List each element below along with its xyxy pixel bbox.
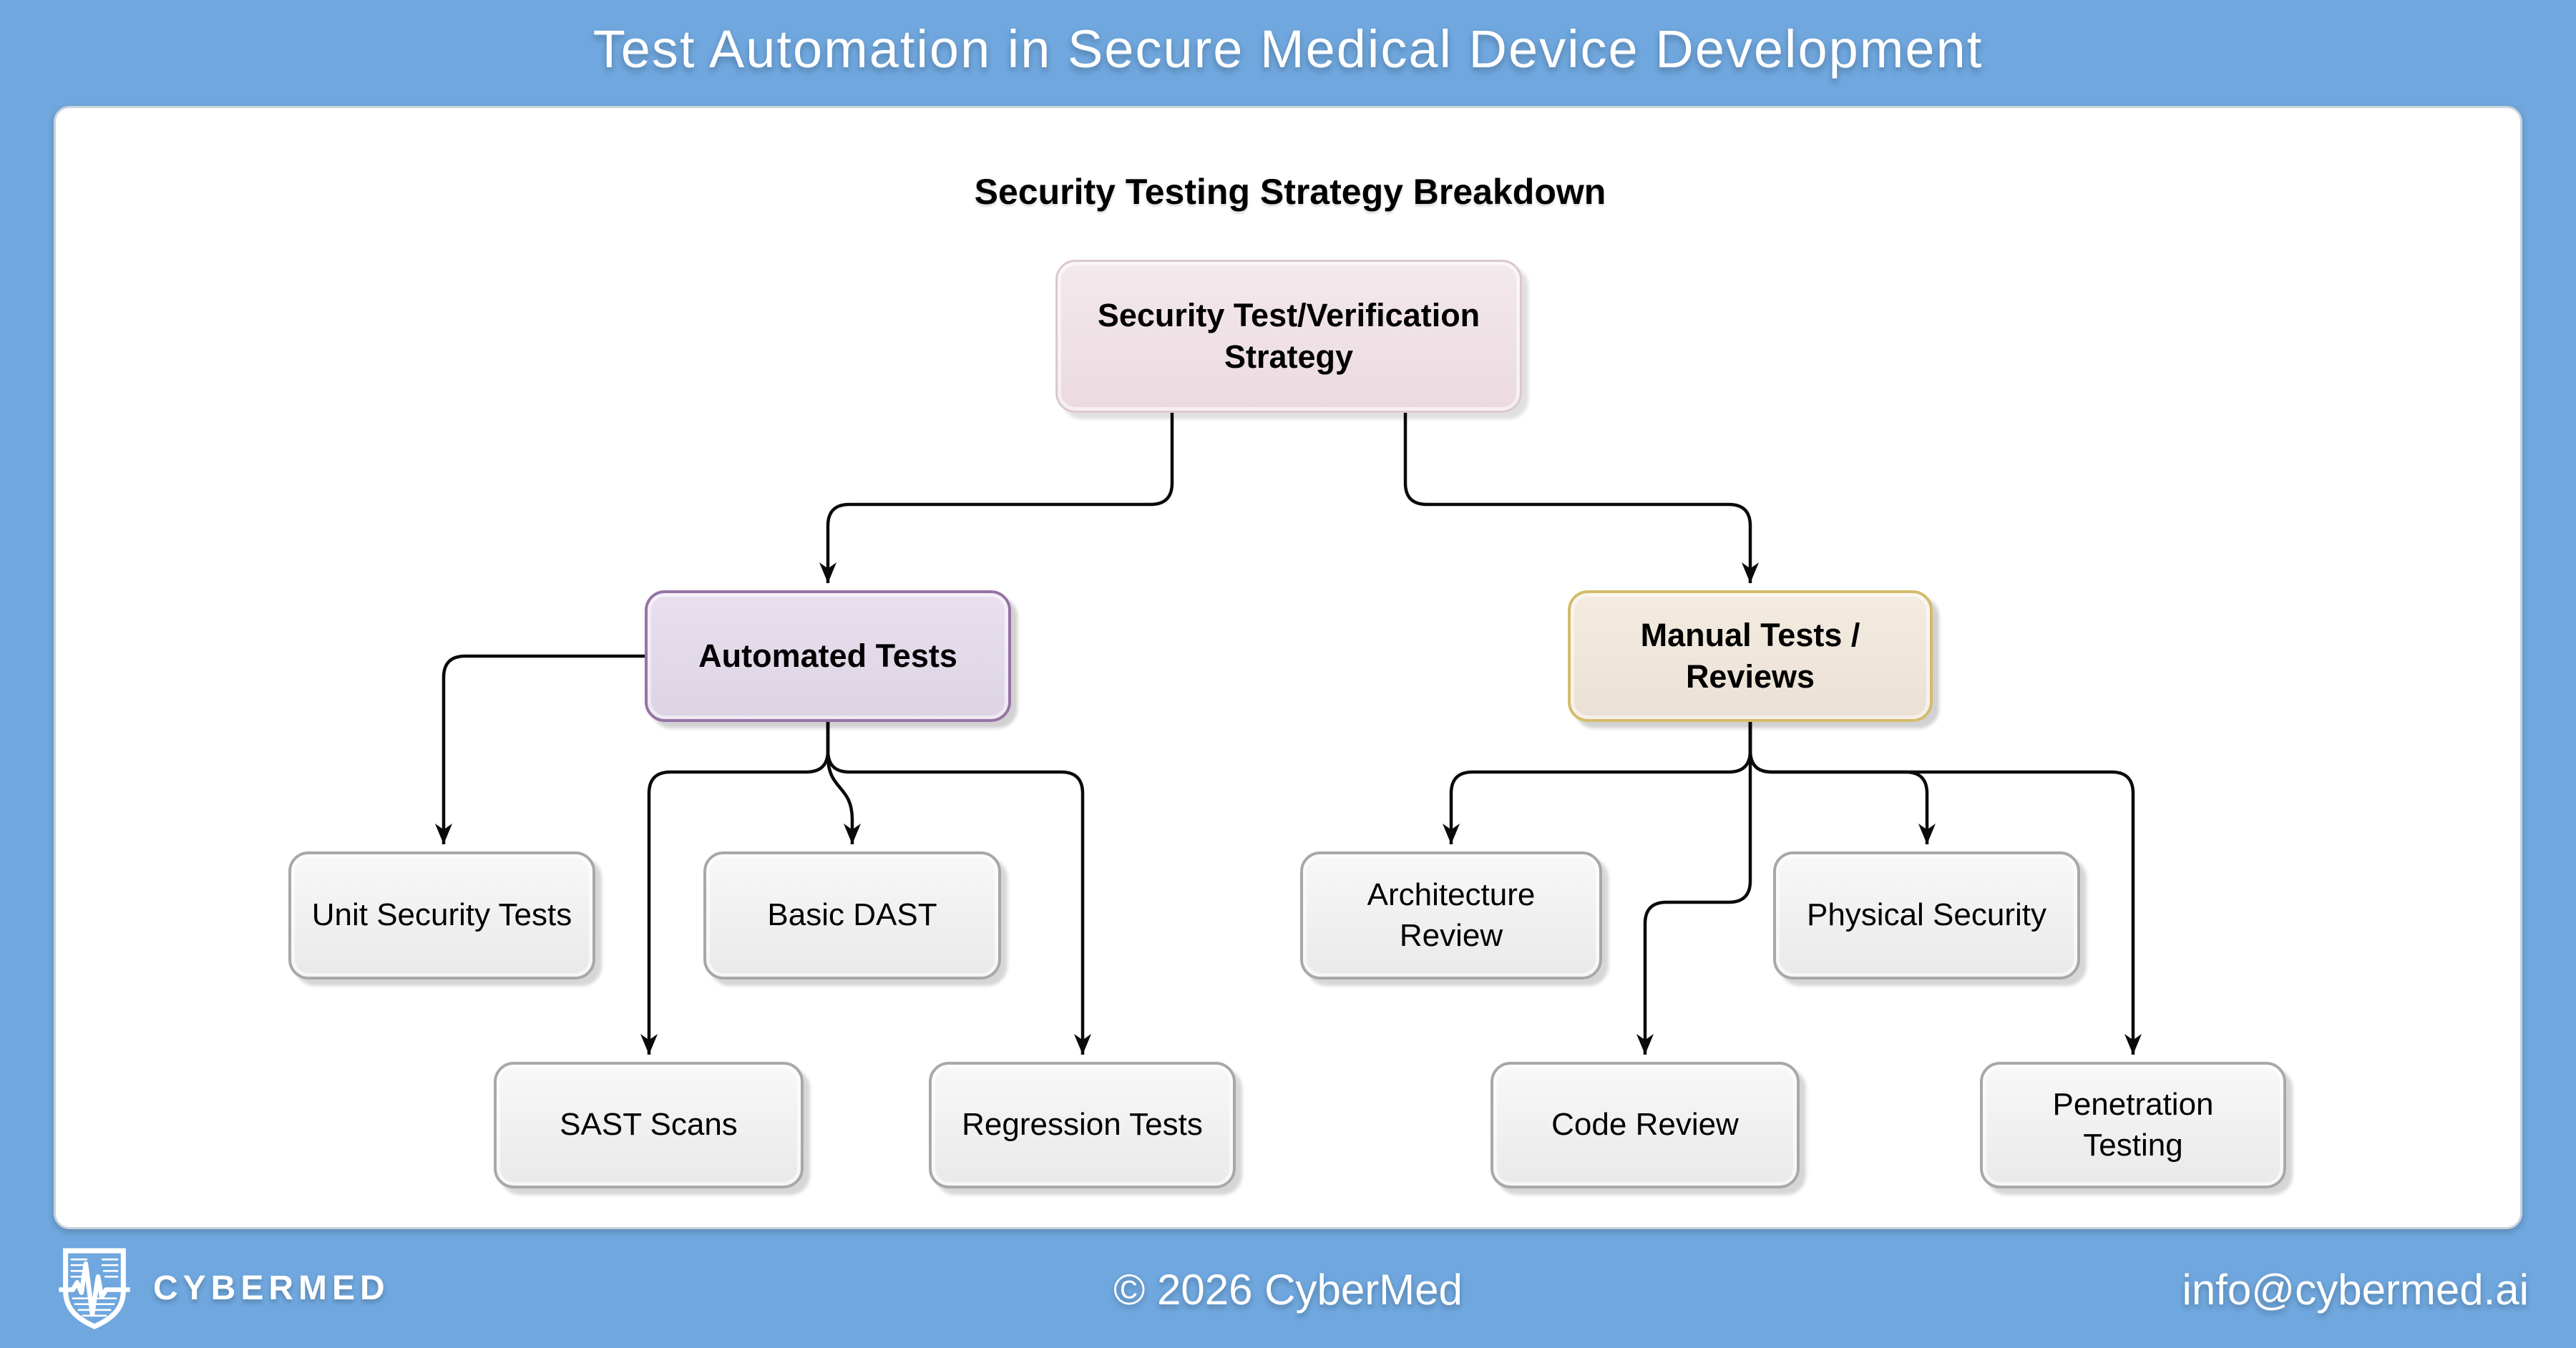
node-label: Unit Security Tests: [311, 897, 572, 933]
node-sast-scans: SAST Scans: [494, 1062, 804, 1188]
node-unit-security-tests: Unit Security Tests: [288, 851, 595, 980]
node-label: Reviews: [1685, 658, 1815, 695]
connector-automated-regression: [826, 722, 1092, 1055]
connector-manual-physical: [1748, 722, 1936, 844]
contact-email: info@cybermed.ai: [2182, 1266, 2529, 1314]
node-code-review: Code Review: [1491, 1062, 1800, 1188]
brand-name: CYBERMED: [153, 1269, 390, 1307]
connector-manual-architecture: [1442, 722, 1752, 844]
node-label: Architecture: [1367, 877, 1536, 913]
node-architecture-review: Architecture Review: [1300, 851, 1602, 980]
node-basic-dast: Basic DAST: [703, 851, 1001, 980]
node-manual-tests-reviews: Manual Tests / Reviews: [1568, 590, 1933, 722]
node-label: Basic DAST: [767, 897, 937, 933]
node-label: Regression Tests: [962, 1107, 1203, 1143]
content-panel: Security Testing Strategy Breakdown Secu…: [54, 106, 2522, 1229]
node-penetration-testing: Penetration Testing: [1980, 1062, 2286, 1188]
node-label: Manual Tests /: [1640, 617, 1860, 654]
page-title: Test Automation in Secure Medical Device…: [592, 19, 1984, 79]
brand-block: CYBERMED: [57, 1246, 390, 1329]
node-security-test-verification-strategy: Security Test/Verification Strategy: [1055, 260, 1522, 413]
connector-root-automated: [819, 413, 1174, 583]
node-label: SAST Scans: [560, 1107, 738, 1143]
node-label: Review: [1399, 917, 1503, 953]
connector-manual-code: [1636, 722, 1752, 1055]
connector-automated-dast: [826, 722, 862, 844]
node-automated-tests: Automated Tests: [645, 590, 1011, 722]
node-label: Physical Security: [1806, 897, 2046, 933]
node-regression-tests: Regression Tests: [929, 1062, 1236, 1188]
connectors-svg: [434, 413, 2142, 1055]
node-label: Security Test/Verification: [1097, 297, 1480, 334]
copyright-text: © 2026 CyberMed: [1113, 1266, 1463, 1314]
node-label: Automated Tests: [698, 638, 957, 675]
node-label: Strategy: [1224, 338, 1354, 375]
connector-root-manual: [1403, 413, 1760, 583]
node-label: Penetration: [2052, 1087, 2214, 1123]
node-label: Code Review: [1551, 1107, 1739, 1143]
node-physical-security: Physical Security: [1773, 851, 2080, 980]
connector-automated-unit: [434, 654, 645, 844]
node-label: Testing: [2083, 1127, 2183, 1163]
diagram-heading: Security Testing Strategy Breakdown: [974, 172, 1606, 212]
connector-automated-sast: [640, 722, 830, 1055]
shield-ecg-icon: [59, 1248, 130, 1329]
